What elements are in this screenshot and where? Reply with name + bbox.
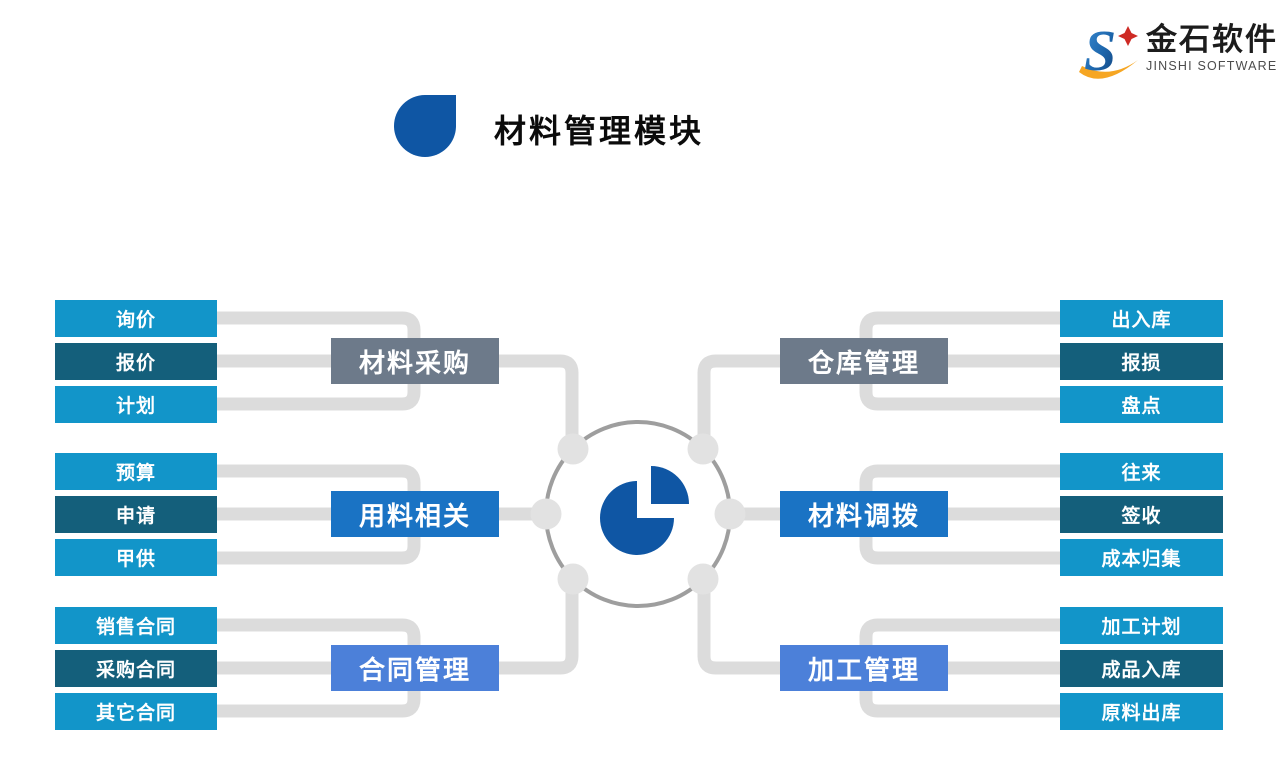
pie-slice [651,466,689,504]
node-purchase-contract: 采购合同 [55,650,217,687]
page-title: 材料管理模块 [494,113,705,149]
pie-body [600,481,674,555]
hub-dot [687,563,719,595]
pie-chart-icon [600,466,689,555]
connector-path [697,579,782,675]
branch-warehouse-management: 仓库管理 [780,338,948,384]
hub-dot [557,563,589,595]
node-sales-contract: 销售合同 [55,607,217,644]
node-budget: 预算 [55,453,217,490]
node-damage-report: 报损 [1060,343,1223,380]
logo-swoosh [1079,60,1138,79]
node-raw-material-out: 原料出库 [1060,693,1223,730]
logo-brand-en: JINSHI SOFTWARE [1146,59,1278,73]
hub-node-dots [530,433,746,595]
branch-material-allocation: 材料调拨 [780,491,948,537]
branch-processing-management: 加工管理 [780,645,948,691]
connector-path [499,354,579,449]
node-plan: 计划 [55,386,217,423]
logo-s-glyph: S [1084,18,1116,83]
node-inquiry: 询价 [55,300,217,337]
node-owner-supplied: 甲供 [55,539,217,576]
title-droplet-icon [394,95,456,157]
hub-dot [714,498,746,530]
branch-contract-management: 合同管理 [331,645,499,691]
node-in-out-warehouse: 出入库 [1060,300,1223,337]
hub-dot [687,433,719,465]
branch-material-procurement: 材料采购 [331,338,499,384]
node-sign-receipt: 签收 [1060,496,1223,533]
node-other-contract: 其它合同 [55,693,217,730]
node-transactions: 往来 [1060,453,1223,490]
node-quotation: 报价 [55,343,217,380]
node-finished-goods-in: 成品入库 [1060,650,1223,687]
hub-dot [530,498,562,530]
node-stocktaking: 盘点 [1060,386,1223,423]
node-processing-plan: 加工计划 [1060,607,1223,644]
node-application: 申请 [55,496,217,533]
branch-material-usage: 用料相关 [331,491,499,537]
connector-path [697,354,782,449]
jinshi-logo-icon: S [1079,18,1138,83]
logo-spark [1118,26,1138,46]
connector-path [499,579,579,675]
node-cost-collection: 成本归集 [1060,539,1223,576]
logo-brand-cn: 金石软件 [1146,22,1278,57]
hub-dot [557,433,589,465]
company-logo: S 金石软件 JINSHI SOFTWARE [1076,14,1278,88]
